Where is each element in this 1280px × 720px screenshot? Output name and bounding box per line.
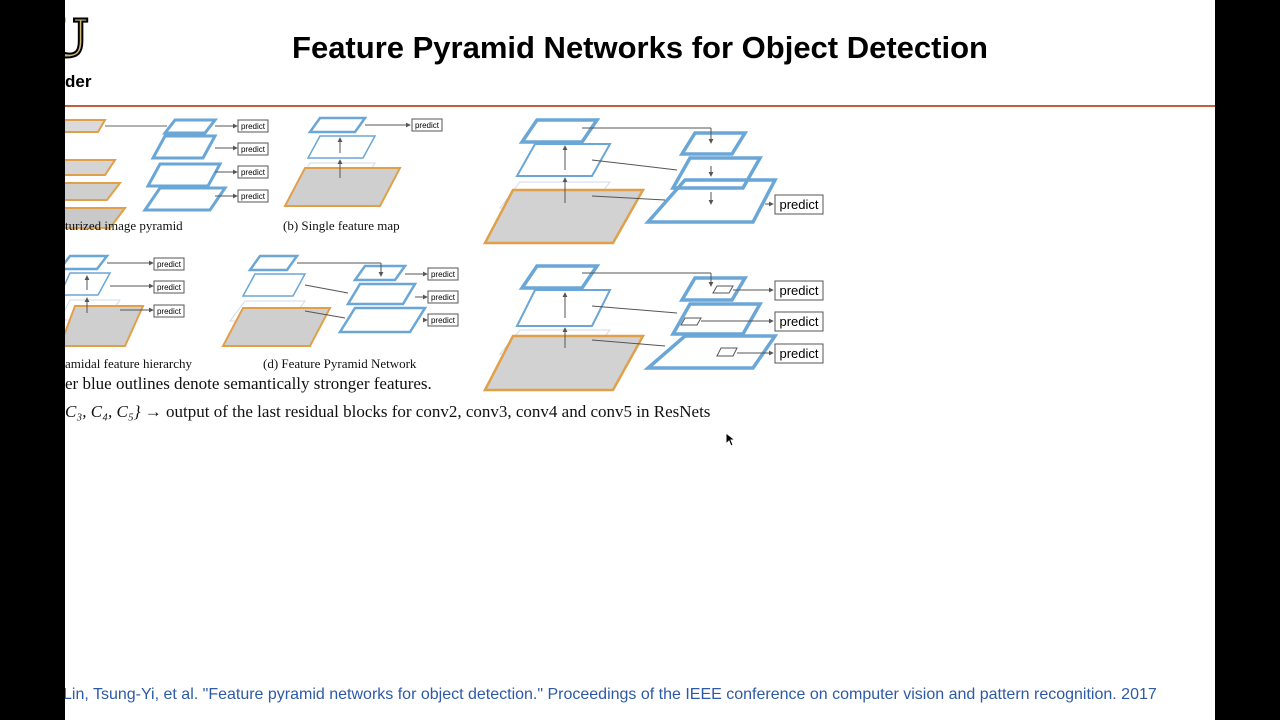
svg-text:predict: predict bbox=[157, 260, 182, 269]
resnet-text: output of the last residual blocks for c… bbox=[166, 402, 711, 421]
svg-text:predict: predict bbox=[241, 145, 266, 154]
large-diagram-bottom: predict predict predict bbox=[482, 264, 824, 392]
caption-b: (b) Single feature map bbox=[283, 218, 400, 233]
svg-text:predict: predict bbox=[779, 197, 818, 212]
svg-text:predict: predict bbox=[779, 314, 818, 329]
resnet-set: C₃, C₄, C₅} bbox=[65, 402, 141, 421]
panel-b-single-feature-map: predict bbox=[283, 116, 443, 207]
svg-text:predict: predict bbox=[241, 122, 266, 131]
caption-c: amidal feature hierarchy bbox=[65, 356, 193, 371]
mouse-cursor-icon bbox=[725, 432, 737, 447]
caption-d: (d) Feature Pyramid Network bbox=[263, 356, 417, 371]
large-diagram-top: predict bbox=[482, 118, 824, 245]
svg-text:predict: predict bbox=[241, 168, 266, 177]
svg-text:predict: predict bbox=[415, 121, 440, 130]
citation: Lin, Tsung-Yi, et al. "Feature pyramid n… bbox=[65, 686, 1157, 703]
caption-a: turized image pyramid bbox=[65, 218, 183, 233]
svg-text:predict: predict bbox=[779, 283, 818, 298]
svg-text:predict: predict bbox=[241, 192, 266, 201]
fpn-figure: predict predict predict predict predict bbox=[65, 116, 824, 392]
svg-text:predict: predict bbox=[431, 293, 456, 302]
svg-text:predict: predict bbox=[779, 346, 818, 361]
svg-text:predict: predict bbox=[431, 270, 456, 279]
slide-title: Feature Pyramid Networks for Object Dete… bbox=[292, 30, 988, 65]
resnet-note: C₃, C₄, C₅} → output of the last residua… bbox=[65, 402, 710, 422]
panel-c-pyramidal-hierarchy: predict predict predict bbox=[65, 254, 185, 347]
university-logo: U der bbox=[65, 10, 105, 94]
resnet-arrow: → bbox=[144, 402, 162, 421]
svg-text:predict: predict bbox=[157, 307, 182, 316]
outline-note: er blue outlines denote semantically str… bbox=[65, 374, 432, 393]
logo-glyph: U bbox=[65, 9, 89, 70]
panel-d-fpn-small: predict predict predict bbox=[221, 254, 459, 347]
panel-a-image-pyramid: predict predict predict predict bbox=[65, 118, 269, 229]
svg-text:predict: predict bbox=[157, 283, 182, 292]
logo-text: der bbox=[65, 72, 92, 91]
svg-text:predict: predict bbox=[431, 316, 456, 325]
title-divider bbox=[65, 105, 1215, 107]
slide: U der Feature Pyramid Networks for Objec… bbox=[65, 0, 1215, 720]
